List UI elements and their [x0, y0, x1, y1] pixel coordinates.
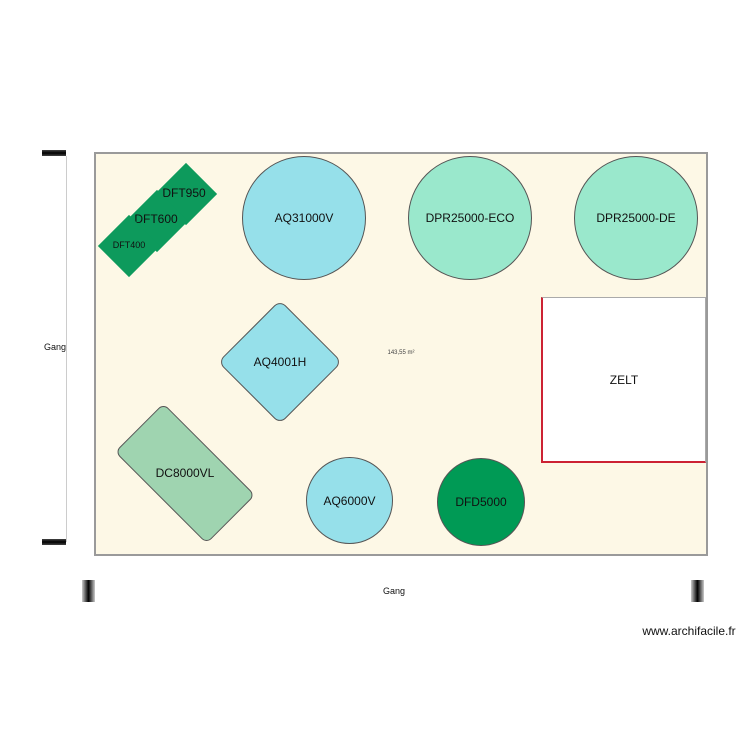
watermark: www.archifacile.fr: [642, 624, 736, 638]
item-aq4001h-label: AQ4001H: [253, 355, 307, 369]
item-aq6000v[interactable]: AQ6000V: [306, 457, 393, 544]
item-label: DPR25000-ECO: [425, 211, 515, 225]
wall-marker: [691, 580, 704, 602]
item-dfd5000[interactable]: DFD5000: [437, 458, 525, 546]
item-dc8000vl-label: DC8000VL: [155, 466, 215, 480]
corridor-line: [66, 156, 67, 542]
wall-marker: [42, 539, 66, 545]
item-dft950-label: DFT950: [162, 186, 206, 200]
item-dpr25000-de[interactable]: DPR25000-DE: [574, 156, 698, 280]
corridor-bottom-label: Gang: [382, 586, 406, 596]
item-zelt[interactable]: ZELT: [541, 297, 706, 463]
wall-marker: [42, 150, 66, 156]
area-label: 143,55 m²: [387, 350, 415, 356]
item-label: ZELT: [609, 372, 639, 387]
item-label: DPR25000-DE: [596, 211, 676, 225]
item-dft600-label: DFT600: [134, 212, 178, 226]
item-aq31000v[interactable]: AQ31000V: [242, 156, 366, 280]
corridor-left-label: Gang: [43, 342, 67, 352]
wall-marker: [82, 580, 95, 602]
item-label: AQ31000V: [274, 211, 334, 225]
item-dft400-label: DFT400: [112, 240, 146, 250]
item-label: DFD5000: [455, 495, 507, 509]
item-dpr25000-eco[interactable]: DPR25000-ECO: [408, 156, 532, 280]
item-label: AQ6000V: [323, 493, 376, 508]
